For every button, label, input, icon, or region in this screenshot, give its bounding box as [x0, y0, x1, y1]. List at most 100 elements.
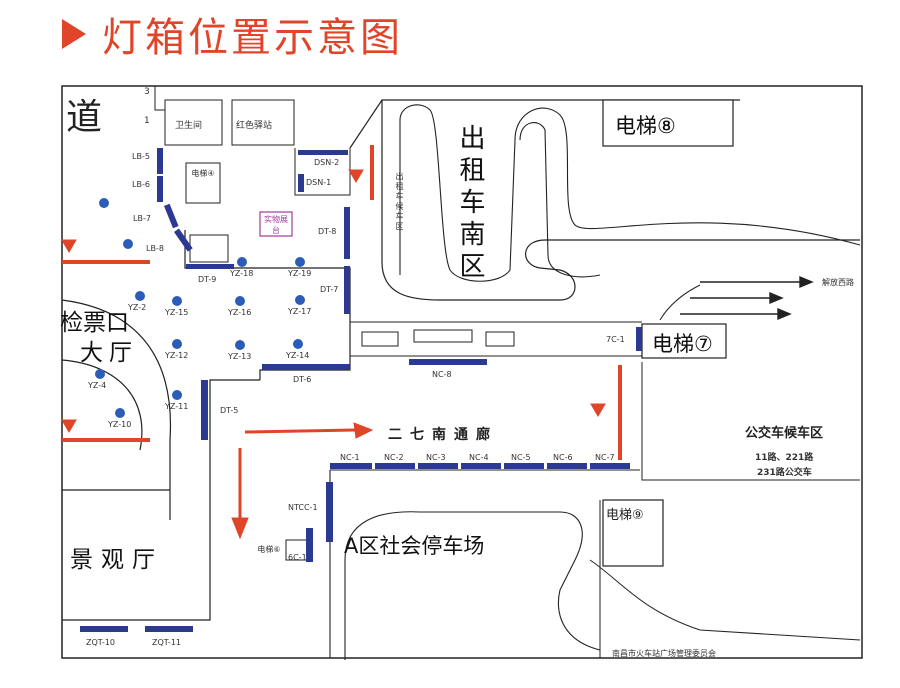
red-markers [61, 145, 622, 540]
red-station-label: 红色驿站 [236, 121, 273, 131]
dao-label: 道 [66, 97, 103, 138]
exhibit-stand [259, 211, 293, 237]
lightbox-lb-5 [157, 148, 163, 174]
pillar-label: YZ-17 [288, 307, 312, 316]
lightbox-label: 6C-1 [288, 553, 307, 562]
lightbox-label: DT-6 [293, 375, 312, 384]
pillar-marks [95, 198, 305, 418]
pillar-label: YZ-14 [286, 351, 310, 360]
pillar-label: YZ-15 [165, 308, 189, 317]
lightbox-nc-7 [590, 463, 630, 469]
toilet-room [164, 99, 223, 146]
lightbox-lb-8 [173, 228, 193, 252]
lightbox-marks [80, 148, 642, 632]
lightbox-label: NC-6 [553, 453, 573, 462]
lightbox-zqt-11 [145, 626, 193, 632]
lightbox-dt-5 [201, 380, 208, 440]
lightbox-dt-7 [344, 266, 350, 314]
lightbox-label: DT-7 [320, 285, 339, 294]
map-frame [61, 85, 863, 659]
lightbox-nc-3 [418, 463, 458, 469]
pillar-yz-17 [295, 295, 305, 305]
lightbox-7c-1 [636, 327, 642, 351]
elevator7-label: 电梯⑦ [652, 332, 713, 356]
lightbox-label: LB-8 [146, 244, 164, 253]
lightbox-label: NC-2 [384, 453, 404, 462]
lightbox-label: LB-5 [132, 152, 150, 161]
lightbox-label: DT-9 [198, 275, 217, 284]
bus-area-wall [641, 362, 860, 481]
taxi-wait-label: 出租车候车区 [395, 172, 404, 232]
lightbox-ntcc-1 [326, 482, 333, 542]
lightbox-label: LB-7 [133, 214, 151, 223]
bottom-note: 南昌市火车站广场管理委员会 [612, 649, 716, 658]
lightbox-label: DSN-2 [314, 158, 340, 167]
lower-right-lines [589, 500, 861, 658]
corridor-label: 二七南通廊 [388, 427, 498, 443]
central-walls [184, 230, 351, 380]
elevator4-label: 电梯④ [191, 169, 215, 178]
pillar-label: YZ-13 [228, 352, 252, 361]
stair-wall [154, 86, 165, 111]
lightbox-label: NC-7 [595, 453, 615, 462]
pillar-label: YZ-12 [165, 351, 189, 360]
pillar-yz-11 [172, 390, 182, 400]
pillar-yz-2 [135, 291, 145, 301]
pillar-label: YZ-4 [88, 381, 107, 390]
bench-1 [361, 331, 399, 347]
elevator8-label: 电梯⑧ [615, 114, 676, 138]
pillar-label: YZ-10 [108, 420, 132, 429]
pillar-label: YZ-16 [228, 308, 252, 317]
lightbox-nc-8 [409, 359, 487, 365]
lightbox-nc-2 [375, 463, 415, 469]
lightbox-zqt-10 [80, 626, 128, 632]
pillar-label: YZ-2 [128, 303, 147, 312]
lightbox-nc-4 [461, 463, 501, 469]
lightbox-label: 7C-1 [606, 335, 625, 344]
lightbox-nc-5 [504, 463, 544, 469]
lightbox-dt-9 [186, 264, 234, 269]
lightbox-dt-8 [344, 207, 350, 259]
lightbox-label: NTCC-1 [288, 503, 318, 512]
bus-routes-1: 11路、221路 [755, 453, 814, 463]
lightbox-dsn-2 [298, 150, 348, 155]
lightbox-nc-1 [330, 463, 372, 469]
small-room [189, 234, 229, 263]
lightbox-label: NC-3 [426, 453, 446, 462]
taxi-loop-inner [399, 104, 861, 282]
pillar-yz-16 [235, 296, 245, 306]
lightbox-6c-1 [306, 528, 313, 562]
scenic-hall-wall [62, 379, 260, 621]
lightbox-label: ZQT-11 [152, 638, 181, 647]
bus-routes-2: 231路公交车 [757, 468, 812, 478]
elevator9-room [602, 499, 664, 567]
lightbox-nc-6 [547, 463, 587, 469]
scenic-hall-label: 景观厅 [70, 547, 163, 573]
pillar-yz-14 [293, 339, 303, 349]
pillar-label: YZ-11 [165, 402, 189, 411]
toilet-label: 卫生间 [175, 121, 203, 131]
bus-wait-label: 公交车候车区 [745, 426, 824, 441]
jiefang-road-label: 解放西路 [822, 278, 854, 287]
lightbox-lb-7 [164, 203, 179, 229]
elevator4-room [185, 162, 221, 204]
pillar-yz-13 [235, 340, 245, 350]
hall-inner-curve [61, 359, 143, 451]
elevator6-label: 电梯⑥ [257, 545, 281, 554]
pillar-label: YZ-18 [230, 269, 254, 278]
title-text: 灯箱位置示意图 [102, 15, 403, 61]
pillar-yz-18 [237, 257, 247, 267]
hall-label: 大厅 [80, 340, 138, 366]
pillar-dot [99, 198, 109, 208]
taxi-loop-outer [381, 100, 860, 301]
lightbox-label: NC-5 [511, 453, 531, 462]
lightbox-label: NC-1 [340, 453, 360, 462]
parking-label: A区社会停车场 [344, 534, 485, 558]
lightbox-dsn-1 [298, 174, 304, 192]
ticket-label: 检票口 [60, 310, 129, 336]
lightbox-label: DSN-1 [306, 178, 332, 187]
red-station-room [231, 99, 295, 146]
pillar-dot [123, 239, 133, 249]
lightbox-label: LB-6 [132, 180, 150, 189]
